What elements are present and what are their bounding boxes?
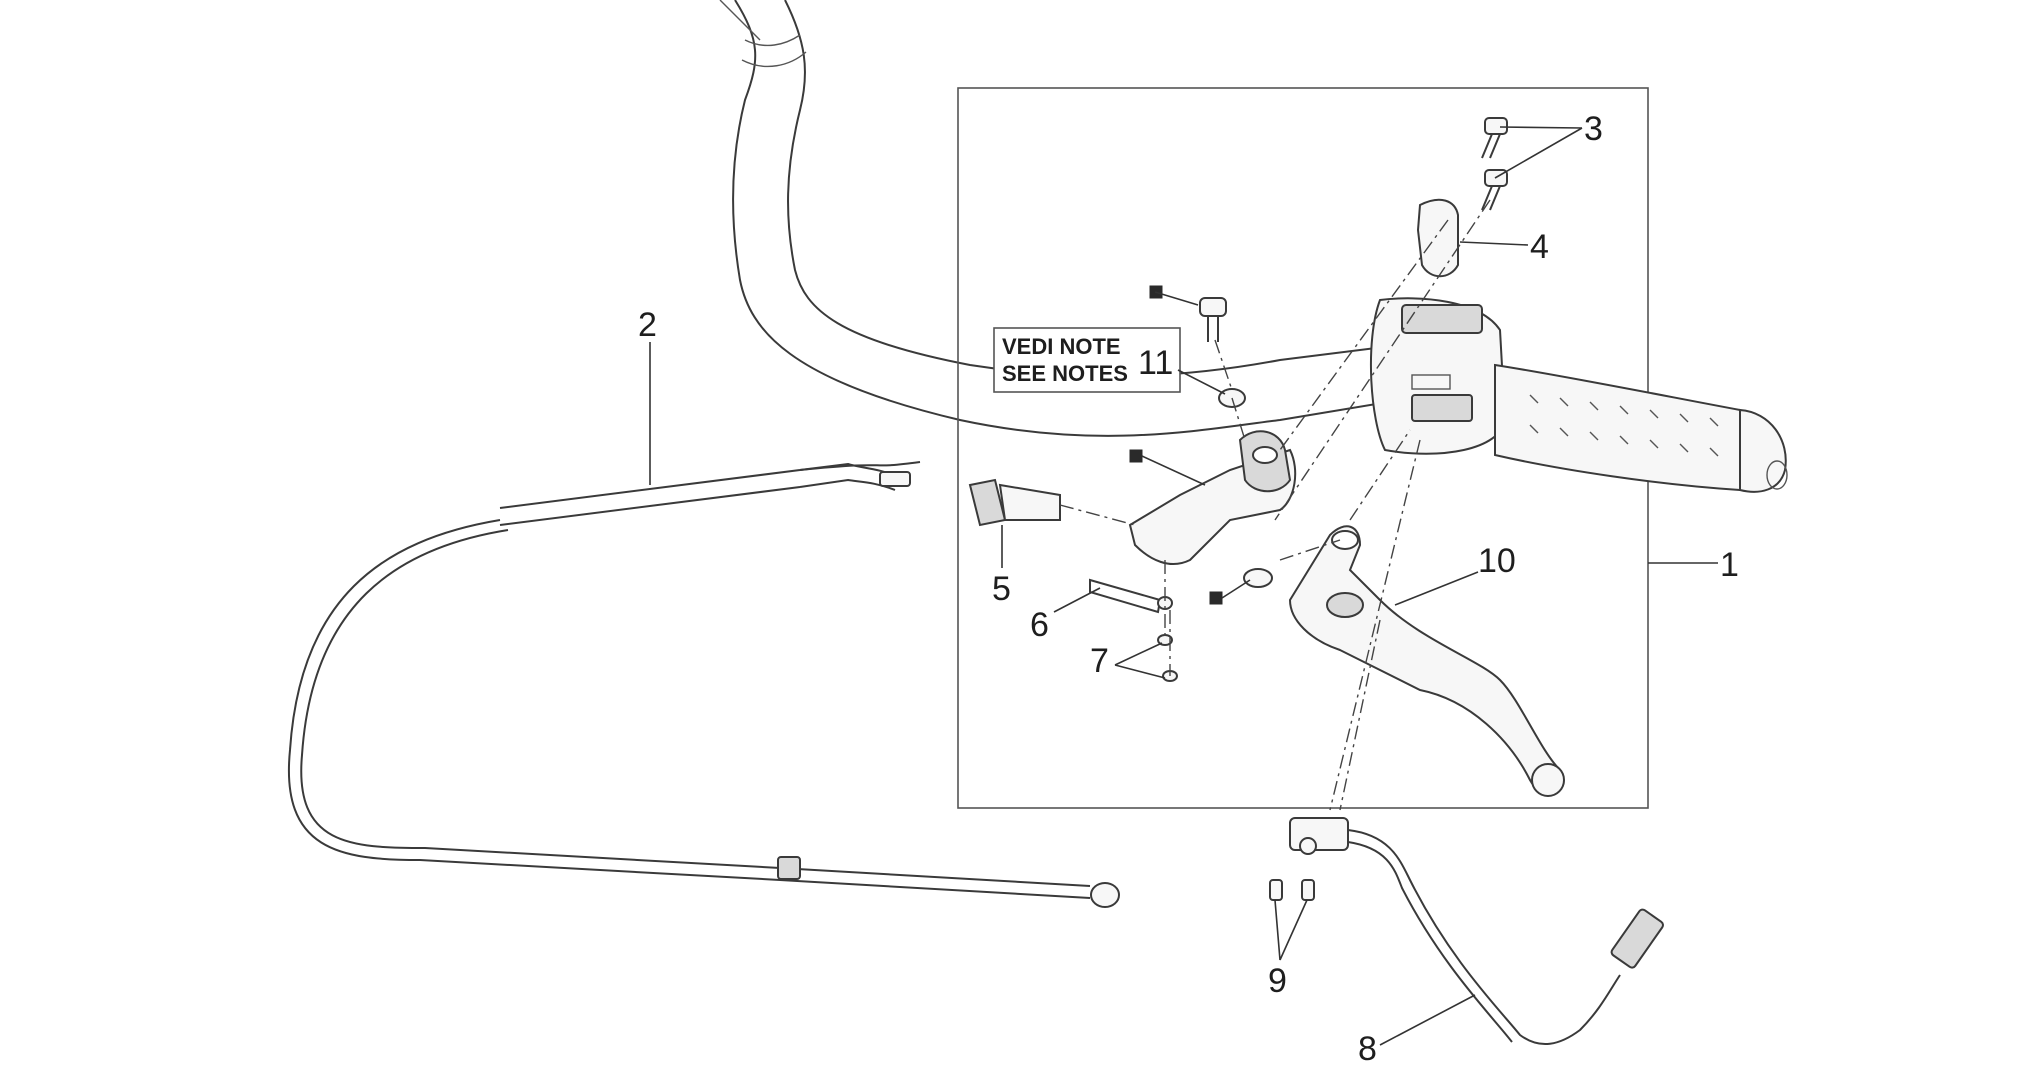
pin-6 xyxy=(1089,578,1173,614)
note-line-1: VEDI NOTE xyxy=(1002,334,1121,359)
callout-4: 4 xyxy=(1530,228,1549,266)
callout-9: 9 xyxy=(1268,962,1287,1000)
marker-square-2 xyxy=(1129,449,1143,463)
clamp-4 xyxy=(1416,198,1459,278)
screw-top xyxy=(1199,297,1227,342)
callout-labels: 1 2 3 4 5 6 7 8 9 10 11 xyxy=(638,110,1739,1068)
clutch-cable-2 xyxy=(287,461,1120,908)
screws-7 xyxy=(1157,634,1178,682)
callout-3: 3 xyxy=(1584,110,1603,148)
callout-10: 10 xyxy=(1478,542,1516,580)
callout-5: 5 xyxy=(992,570,1011,608)
callout-6: 6 xyxy=(1030,606,1049,644)
adjuster-5 xyxy=(968,478,1061,527)
screw-pair-3 xyxy=(1481,117,1508,211)
washer-lower xyxy=(1243,568,1273,588)
callout-7: 7 xyxy=(1090,642,1109,680)
clutch-lever-10 xyxy=(1288,525,1565,797)
callout-8: 8 xyxy=(1358,1030,1377,1068)
callout-2: 2 xyxy=(638,306,657,344)
switch-housing xyxy=(1369,297,1507,455)
marker-square-3 xyxy=(1209,591,1223,605)
note-box: VEDI NOTE SEE NOTES xyxy=(993,327,1181,393)
note-line-2: SEE NOTES xyxy=(1002,361,1128,386)
callout-11: 11 xyxy=(1138,344,1173,382)
leader-lines xyxy=(649,126,1718,1046)
callout-1: 1 xyxy=(1720,546,1739,584)
lever-switch-8 xyxy=(1289,817,1664,1046)
handlebar-grip xyxy=(1494,363,1788,493)
alignment-lines xyxy=(1059,199,1491,811)
screws-9 xyxy=(1269,879,1315,901)
lever-bracket xyxy=(1128,430,1297,565)
